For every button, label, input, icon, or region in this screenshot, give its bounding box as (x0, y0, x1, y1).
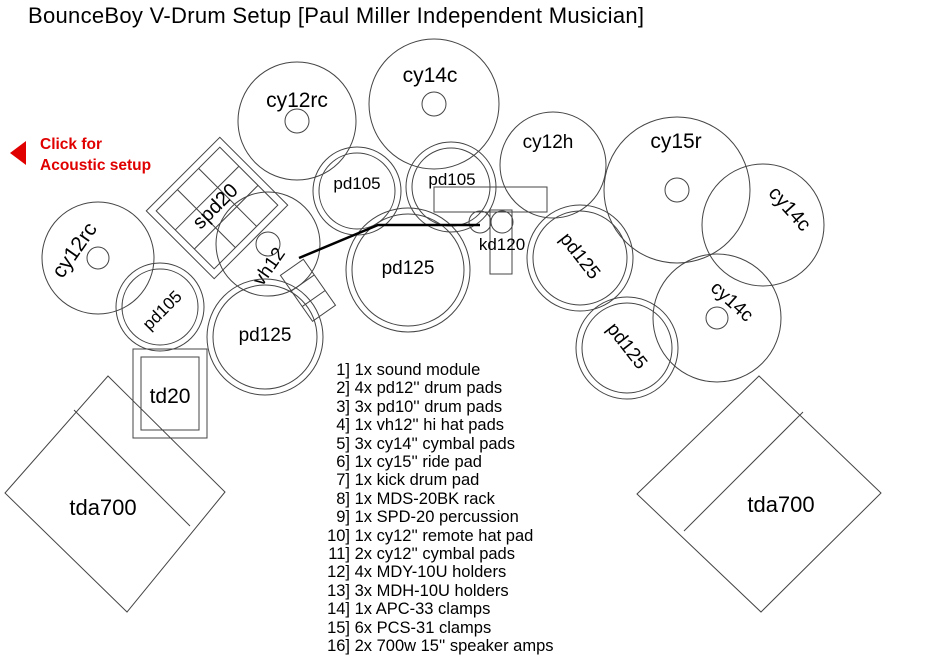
cymbal-cy14c-lower: cy14c (652, 253, 782, 383)
parts-list-text: 1x kick drum pad (354, 471, 480, 490)
parts-list-text: 6x PCS-31 clamps (354, 618, 492, 637)
left-arrow-icon[interactable] (10, 141, 26, 165)
parts-list-item: 7] 1x kick drum pad (312, 471, 554, 489)
pad-label: cy14c (403, 64, 458, 87)
pad-label: pd125 (382, 258, 435, 279)
parts-list-item: 3] 3x pd10'' drum pads (312, 398, 554, 416)
parts-list-item: 2] 4x pd12'' drum pads (312, 379, 554, 397)
parts-list-text: 1x SPD-20 percussion (354, 508, 519, 527)
parts-list-item: 16] 2x 700w 15'' speaker amps (312, 637, 554, 656)
parts-list-number: 10] (327, 526, 350, 545)
pad-label: tda700 (747, 492, 814, 517)
parts-list-text: 1x cy15'' ride pad (354, 453, 482, 472)
pad-label: vh12 (249, 244, 290, 290)
parts-list-number: 11] (328, 545, 350, 564)
tom-pd125-lower-right: pd125 (575, 296, 679, 400)
pad-label: pd105 (428, 170, 475, 189)
parts-list-number: 15] (327, 618, 350, 637)
pad-label: pd105 (139, 287, 186, 334)
pad-label: td20 (150, 385, 191, 408)
cymbal-cy12rc-left: cy12rc (41, 201, 155, 315)
pad-label: kd120 (479, 235, 525, 254)
parts-list-text: 1x sound module (354, 361, 481, 379)
pad-label: tda700 (69, 495, 136, 520)
parts-list-item: 10] 1x cy12'' remote hat pad (312, 527, 554, 545)
kick-kd120: kd120 (468, 209, 525, 275)
snare-pd125-center: pd125 (345, 207, 471, 333)
parts-list-text: 3x pd10'' drum pads (354, 397, 503, 416)
parts-list-item: 6] 1x cy15'' ride pad (312, 453, 554, 471)
cymbal-cy15r: cy15r (603, 116, 751, 264)
parts-list-item: 8] 1x MDS-20BK rack (312, 490, 554, 508)
cymbal-cy12rc-top: cy12rc (237, 61, 357, 181)
speaker-amp-tda700-right: tda700 (636, 375, 882, 613)
parts-list-text: 1x vh12'' hi hat pads (354, 416, 504, 435)
tom-pd125-right: pd125 (526, 204, 634, 312)
cymbal-cy14c-top: cy14c (368, 38, 500, 170)
parts-list-text: 4x MDY-10U holders (354, 563, 507, 582)
parts-list-item: 5] 3x cy14'' cymbal pads (312, 435, 554, 453)
page-title: BounceBoy V-Drum Setup [Paul Miller Inde… (28, 3, 645, 28)
parts-list-number: 4] (336, 416, 350, 435)
tom-pd105-center-left: pd105 (312, 146, 402, 236)
cymbal-cy12h: cy12h (499, 111, 607, 219)
parts-list-number: 14] (327, 600, 350, 619)
parts-list-item: 12] 4x MDY-10U holders (312, 563, 554, 581)
parts-list-number: 9] (336, 508, 350, 527)
parts-list-number: 6] (336, 453, 350, 472)
parts-list-text: 4x pd12'' drum pads (354, 379, 503, 398)
acoustic-setup-link[interactable]: Click for Acoustic setup (40, 134, 151, 176)
parts-list-text: 2x 700w 15'' speaker amps (354, 637, 554, 656)
pad-label: cy12h (523, 132, 574, 153)
parts-list-item: 9] 1x SPD-20 percussion (312, 508, 554, 526)
parts-list-item: 14] 1x APC-33 clamps (312, 600, 554, 618)
parts-list-item: 11] 2x cy12'' cymbal pads (312, 545, 554, 563)
pad-label: cy14c (764, 182, 815, 236)
pad-label: cy15r (650, 130, 701, 153)
parts-list-item: 4] 1x vh12'' hi hat pads (312, 416, 554, 434)
parts-list-number: 2] (336, 379, 350, 398)
parts-list-text: 2x cy12'' cymbal pads (354, 545, 515, 564)
sound-module-td20: td20 (132, 348, 208, 439)
pad-label: cy12rc (48, 218, 102, 282)
pad-label: pd125 (602, 319, 651, 374)
pad-label: pd105 (333, 174, 380, 193)
parts-list-text: 3x MDH-10U holders (354, 581, 509, 600)
parts-list-number: 7] (336, 471, 350, 490)
hihat-cable (298, 223, 480, 260)
cymbal-cy14c-right: cy14c (701, 163, 825, 287)
pad-label: cy12rc (266, 89, 328, 112)
acoustic-link-line2: Acoustic setup (40, 157, 152, 174)
tom-pd125-left: pd125 (206, 278, 324, 396)
speaker-amp-tda700-left: tda700 (4, 375, 226, 613)
parts-list-text: 3x cy14'' cymbal pads (354, 434, 515, 453)
parts-list-number: 5] (336, 434, 350, 453)
parts-list-text: 1x MDS-20BK rack (354, 489, 495, 508)
parts-list-number: 12] (327, 563, 350, 582)
pad-label: pd125 (555, 229, 604, 284)
parts-list-item: 15] 6x PCS-31 clamps (312, 619, 554, 637)
parts-list-item: 13] 3x MDH-10U holders (312, 582, 554, 600)
tom-pd105-left: pd105 (115, 262, 205, 352)
acoustic-link-line1: Click for (40, 136, 103, 153)
pad-label: spd20 (189, 180, 243, 234)
parts-list-number: 16] (327, 637, 350, 656)
parts-list-text: 1x cy12'' remote hat pad (354, 526, 534, 545)
pad-label: pd125 (239, 325, 292, 346)
parts-list-number: 13] (327, 581, 350, 600)
parts-list-number: 8] (336, 489, 350, 508)
parts-list-number: 3] (336, 397, 350, 416)
parts-list-number: 1] (336, 361, 350, 379)
parts-list-text: 1x APC-33 clamps (354, 600, 491, 619)
parts-list-item: 1] 1x sound module (312, 361, 554, 379)
